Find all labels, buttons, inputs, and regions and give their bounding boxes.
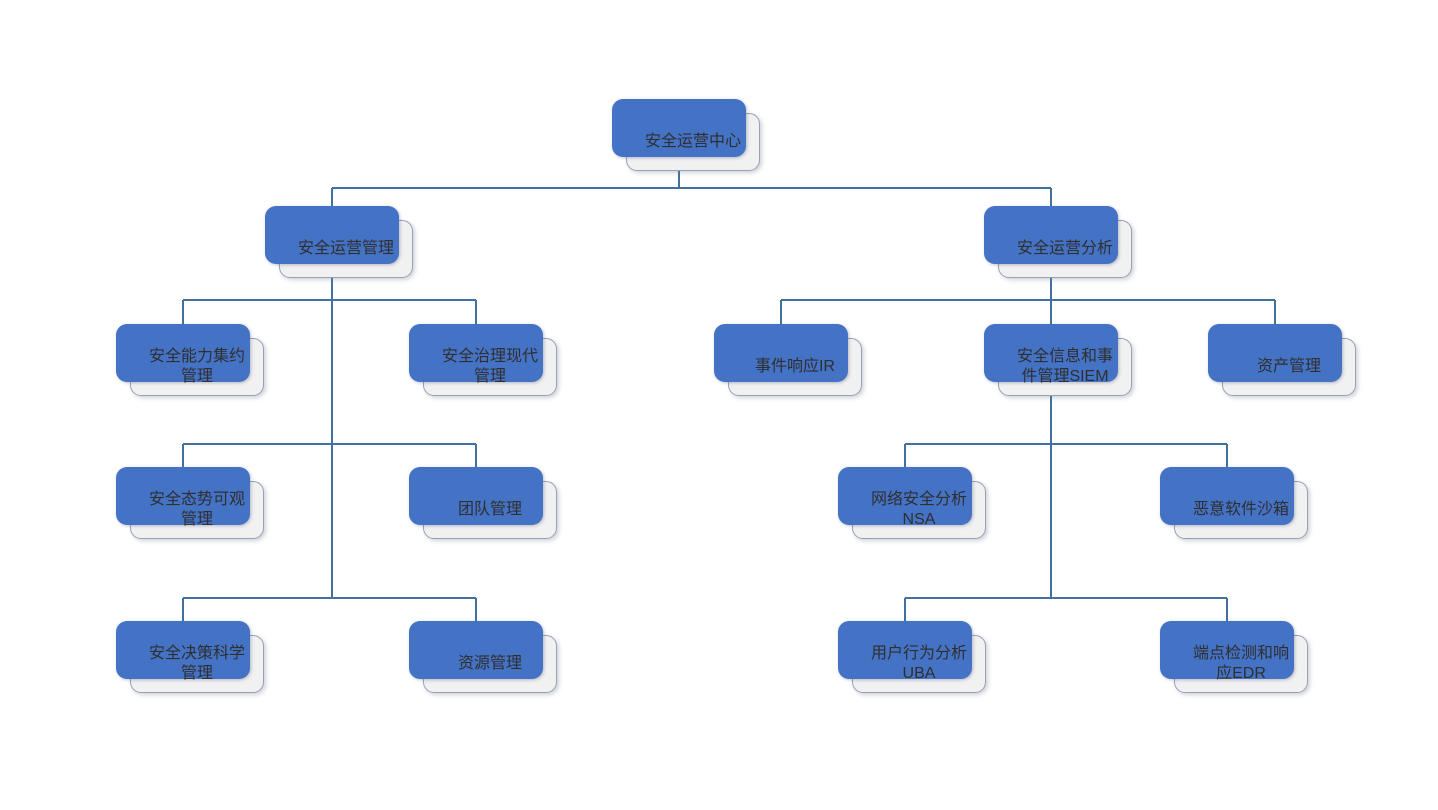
- node-governance-modernization-management: 安全治理现代管理: [409, 324, 557, 396]
- node-label: 事件响应IR: [754, 358, 835, 375]
- node-label: 安全态势可观管理: [148, 491, 245, 528]
- node-malware-sandbox: 恶意软件沙箱: [1160, 467, 1308, 539]
- node-label: 安全信息和事件管理SIEM: [1016, 348, 1113, 385]
- node-security-decision-science-management: 安全决策科学管理: [116, 621, 264, 693]
- node-label: 安全运营管理: [297, 240, 394, 257]
- node-security-operations-center: 安全运营中心: [612, 99, 760, 171]
- node-endpoint-detection-response-edr: 端点检测和响应EDR: [1160, 621, 1308, 693]
- node-security-operations-management: 安全运营管理: [265, 206, 413, 278]
- node-security-operations-analysis: 安全运营分析: [984, 206, 1132, 278]
- node-asset-management: 资产管理: [1208, 324, 1356, 396]
- node-label: 安全运营中心: [644, 133, 741, 150]
- node-label: 安全运营分析: [1016, 240, 1113, 257]
- node-label: 安全治理现代管理: [441, 348, 538, 385]
- node-capability-consolidation-management: 安全能力集约管理: [116, 324, 264, 396]
- node-resource-management: 资源管理: [409, 621, 557, 693]
- node-label: 资源管理: [457, 655, 522, 672]
- node-label: 用户行为分析UBA: [870, 645, 967, 682]
- node-label: 安全决策科学管理: [148, 645, 245, 682]
- node-security-posture-observability-management: 安全态势可观管理: [116, 467, 264, 539]
- node-label: 团队管理: [457, 501, 522, 518]
- node-label: 恶意软件沙箱: [1192, 501, 1289, 518]
- node-label: 资产管理: [1256, 358, 1321, 375]
- node-label: 端点检测和响应EDR: [1192, 645, 1289, 682]
- node-siem: 安全信息和事件管理SIEM: [984, 324, 1132, 396]
- node-label: 安全能力集约管理: [148, 348, 245, 385]
- node-user-behavior-analysis-uba: 用户行为分析UBA: [838, 621, 986, 693]
- node-team-management: 团队管理: [409, 467, 557, 539]
- node-label: 网络安全分析NSA: [870, 491, 967, 528]
- node-network-security-analysis-nsa: 网络安全分析NSA: [838, 467, 986, 539]
- node-incident-response-ir: 事件响应IR: [714, 324, 862, 396]
